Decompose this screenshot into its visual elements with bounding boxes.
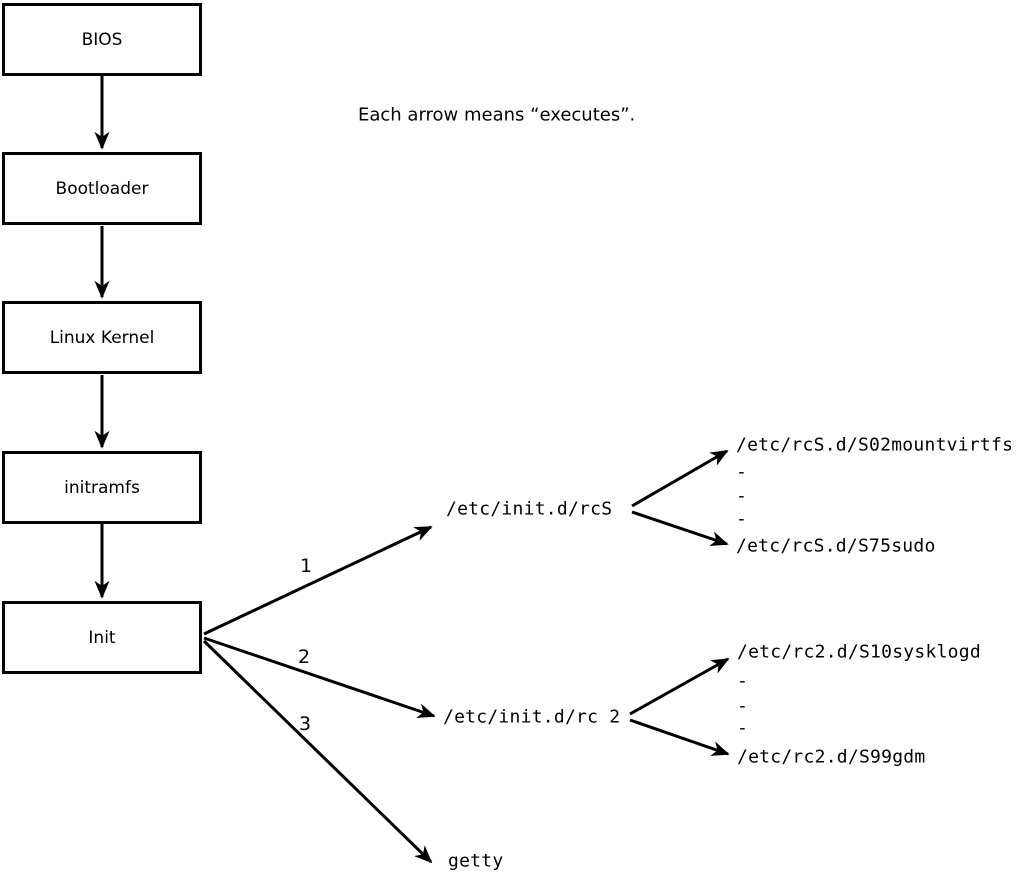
label-rcs-script: /etc/init.d/rcS xyxy=(446,498,613,520)
rcs-script-item-ellipsis: - xyxy=(736,461,748,483)
rcs-script-item-ellipsis: - xyxy=(736,485,748,507)
label-getty: getty xyxy=(448,850,504,872)
arrow-rc2-to-s10sysklogd xyxy=(629,657,730,716)
arrow-init-to-rc2 xyxy=(203,636,436,718)
box-bootloader-label: Bootloader xyxy=(55,178,149,199)
box-init-label: Init xyxy=(88,627,116,648)
box-init: Init xyxy=(2,601,202,674)
rc2-script-item-ellipsis: - xyxy=(737,670,749,692)
box-bios-label: BIOS xyxy=(81,29,123,50)
rcs-script-item: /etc/rcS.d/S75sudo xyxy=(736,535,936,557)
rc2-script-item: /etc/rc2.d/S99gdm xyxy=(737,746,926,768)
rcs-script-item: /etc/rcS.d/S02mountvirtfs xyxy=(736,434,1014,456)
arrow-number-3: 3 xyxy=(298,713,312,735)
rc2-script-item-ellipsis: - xyxy=(737,695,749,717)
box-bios: BIOS xyxy=(2,3,202,76)
arrow-rcs-to-s02mountvirtfs xyxy=(631,449,729,508)
box-bootloader: Bootloader xyxy=(2,152,202,225)
arrow-init-to-getty xyxy=(202,639,433,864)
label-rc2-script: /etc/init.d/rc 2 xyxy=(443,706,621,728)
box-initramfs: initramfs xyxy=(2,451,202,524)
arrow-number-1: 1 xyxy=(299,555,313,577)
box-linux-kernel: Linux Kernel xyxy=(2,301,202,374)
rc2-script-item-ellipsis: - xyxy=(737,717,749,739)
arrow-number-2: 2 xyxy=(297,646,311,668)
arrow-rcs-to-s75sudo xyxy=(631,510,729,546)
arrow-init-to-rcs xyxy=(203,525,433,636)
box-initramfs-label: initramfs xyxy=(64,477,140,498)
box-linux-kernel-label: Linux Kernel xyxy=(49,327,155,348)
arrow-rc2-to-s99gdm xyxy=(629,718,730,756)
rc2-script-item: /etc/rc2.d/S10sysklogd xyxy=(737,641,981,663)
legend-note: Each arrow means “executes”. xyxy=(358,104,636,126)
rcs-script-item-ellipsis: - xyxy=(736,508,748,530)
